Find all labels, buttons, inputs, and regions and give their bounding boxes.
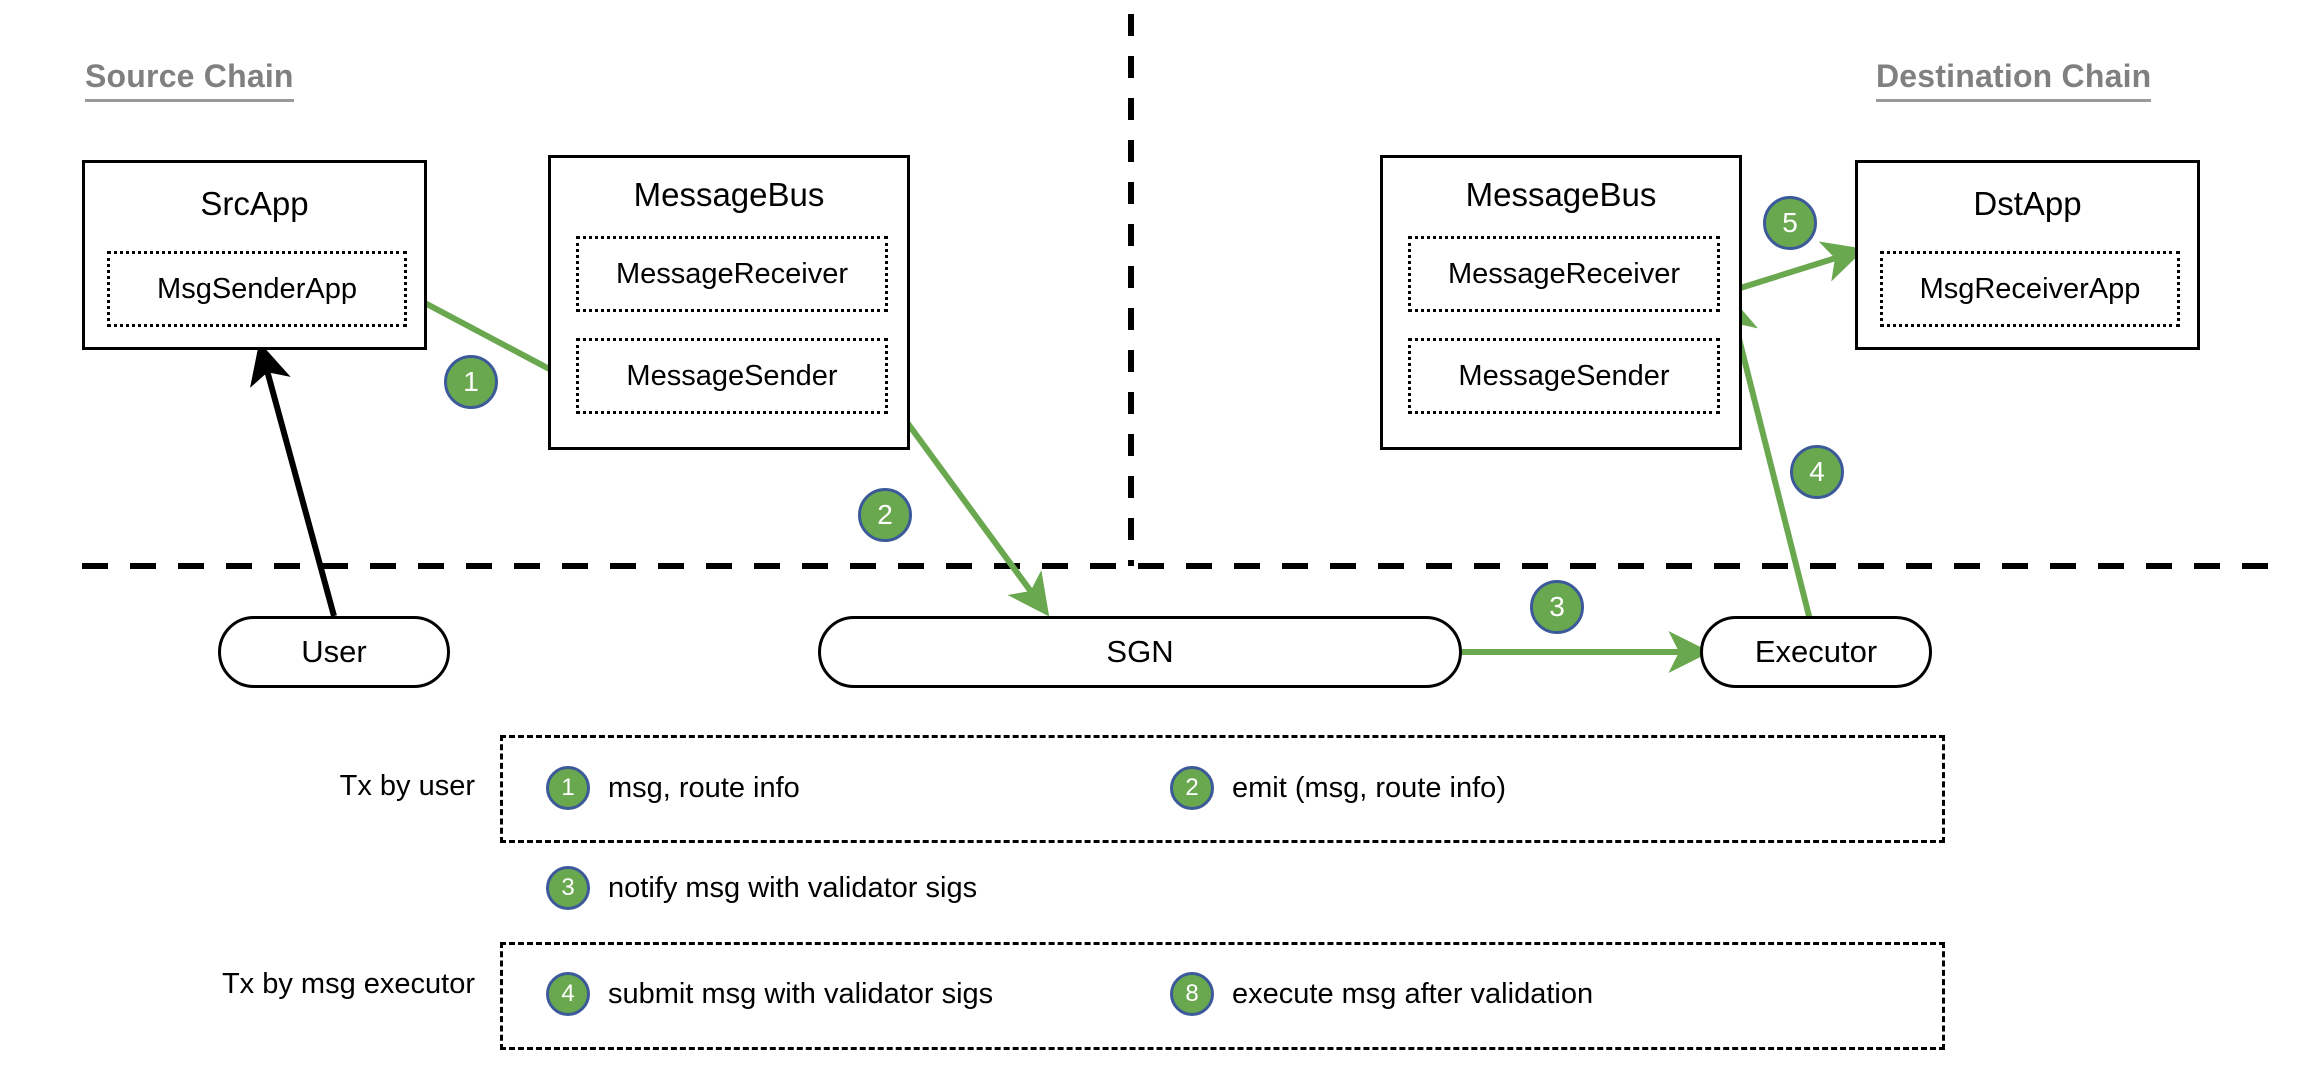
flow-badge-1-number: 1: [463, 366, 479, 397]
node-user[interactable]: User: [218, 616, 450, 688]
flow-badge-2[interactable]: 2: [858, 488, 912, 542]
legend-item-8[interactable]: 8 execute msg after validation: [1170, 972, 1593, 1016]
legend-badge-8: 8: [1170, 972, 1214, 1016]
flow-badge-5[interactable]: 5: [1763, 196, 1817, 250]
subbox-src-message-receiver[interactable]: MessageReceiver: [576, 236, 888, 312]
flow-badge-5-number: 5: [1782, 207, 1798, 238]
legend-item-1[interactable]: 1 msg, route info: [546, 766, 800, 810]
node-executor-label: Executor: [1754, 634, 1878, 669]
legend-text-1: msg, route info: [608, 771, 800, 804]
legend-row-label-tx-by-msg-executor: Tx by msg executor: [221, 968, 475, 1000]
legend-badge-3: 3: [546, 866, 590, 910]
node-sgn-label: SGN: [1106, 634, 1174, 669]
legend-text-2: emit (msg, route info): [1232, 771, 1506, 804]
src-app-title: SrcApp: [200, 185, 309, 222]
edge-user-to-srcapp: [250, 341, 337, 617]
node-sgn[interactable]: SGN: [818, 616, 1462, 688]
legend-badge-3-number: 3: [561, 874, 575, 901]
legend-badge-2-number: 2: [1185, 774, 1199, 801]
legend-item-3[interactable]: 3 notify msg with validator sigs: [546, 866, 977, 910]
legend-badge-8-number: 8: [1185, 980, 1199, 1007]
subbox-dst-message-receiver-label: MessageReceiver: [1447, 257, 1681, 290]
legend-badge-1-number: 1: [561, 774, 575, 801]
flow-badge-4-number: 4: [1809, 456, 1825, 487]
legend-text-4: submit msg with validator sigs: [608, 977, 994, 1010]
flow-badge-1[interactable]: 1: [444, 355, 498, 409]
legend-text-3: notify msg with validator sigs: [608, 871, 978, 904]
subbox-dst-message-receiver[interactable]: MessageReceiver: [1408, 236, 1720, 312]
flow-badge-2-number: 2: [877, 499, 893, 530]
edge-2-messagesender-to-sgn: [884, 393, 1050, 617]
source-chain-title: Source Chain: [85, 58, 294, 102]
legend-badge-4-number: 4: [561, 980, 575, 1007]
subbox-src-message-sender[interactable]: MessageSender: [576, 338, 888, 414]
subbox-dst-message-sender-label: MessageSender: [1458, 359, 1670, 392]
dst-app-title: DstApp: [1973, 185, 2082, 222]
flow-badge-4[interactable]: 4: [1790, 445, 1844, 499]
node-user-label: User: [301, 634, 367, 669]
subbox-src-message-sender-label: MessageSender: [626, 359, 838, 392]
subbox-dst-message-sender[interactable]: MessageSender: [1408, 338, 1720, 414]
legend-box-tx-by-msg-executor: [500, 942, 1945, 1050]
node-src-message-bus[interactable]: MessageBus MessageReceiver MessageSender: [548, 155, 910, 450]
legend-text-8: execute msg after validation: [1232, 977, 1594, 1010]
legend-row-label-tx-by-user: Tx by user: [339, 770, 475, 802]
subbox-msg-sender-app-label: MsgSenderApp: [157, 272, 357, 305]
legend-item-4[interactable]: 4 submit msg with validator sigs: [546, 972, 993, 1016]
subbox-src-message-receiver-label: MessageReceiver: [615, 257, 849, 290]
legend-box-tx-by-user: [500, 735, 1945, 843]
legend-item-2[interactable]: 2 emit (msg, route info): [1170, 766, 1506, 810]
subbox-msg-receiver-app[interactable]: MsgReceiverApp: [1880, 251, 2180, 327]
flow-badge-3[interactable]: 3: [1530, 580, 1584, 634]
dst-message-bus-title: MessageBus: [1465, 176, 1657, 213]
destination-chain-title: Destination Chain: [1876, 58, 2152, 102]
node-dst-app[interactable]: DstApp MsgReceiverApp: [1855, 160, 2200, 350]
node-dst-message-bus[interactable]: MessageBus MessageReceiver MessageSender: [1380, 155, 1742, 450]
flow-badge-3-number: 3: [1549, 591, 1565, 622]
node-executor[interactable]: Executor: [1700, 616, 1932, 688]
node-src-app[interactable]: SrcApp MsgSenderApp: [82, 160, 427, 350]
legend-badge-1: 1: [546, 766, 590, 810]
legend-badge-2: 2: [1170, 766, 1214, 810]
legend-badge-4: 4: [546, 972, 590, 1016]
subbox-msg-sender-app[interactable]: MsgSenderApp: [107, 251, 407, 327]
src-message-bus-title: MessageBus: [633, 176, 825, 213]
subbox-msg-receiver-app-label: MsgReceiverApp: [1919, 272, 2141, 305]
